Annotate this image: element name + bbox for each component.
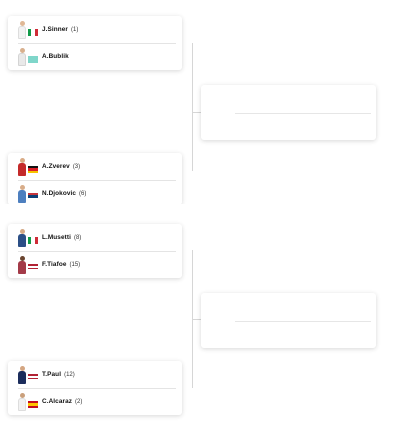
row-divider: [18, 388, 176, 389]
row-divider: [18, 43, 176, 44]
player-row-tiafoe[interactable]: F.Tiafoe (15): [8, 251, 182, 278]
match-card-1[interactable]: J.Sinner (1) A.Bublik: [8, 16, 182, 70]
match-card-2[interactable]: A.Zverev (3) N.Djokovic (6): [8, 153, 182, 205]
player-seed: (8): [73, 234, 82, 241]
match-card-3[interactable]: L.Musetti (8) F.Tiafoe (15): [8, 224, 182, 278]
player-seed: (3): [72, 163, 81, 170]
player-seed: (6): [79, 190, 87, 197]
germany-flag-icon: [28, 166, 38, 173]
kazakhstan-flag-icon: [28, 56, 38, 63]
player-name: J.Sinner: [42, 26, 69, 33]
italy-flag-icon: [28, 29, 38, 36]
next-round-card-1[interactable]: [201, 85, 376, 140]
player-avatar: [18, 47, 26, 66]
player-avatar: [18, 392, 26, 411]
slot-divider: [235, 321, 371, 322]
player-seed: (15): [69, 261, 81, 268]
row-divider: [18, 180, 176, 181]
player-name: A.Bublik: [42, 53, 69, 60]
player-row-bublik[interactable]: A.Bublik: [8, 43, 182, 70]
player-name: F.Tiafoe: [42, 261, 67, 268]
row-divider: [18, 251, 176, 252]
player-seed: (1): [71, 26, 79, 33]
next-round-card-2[interactable]: [201, 293, 376, 348]
slot-divider: [235, 113, 371, 114]
player-seed: (12): [64, 371, 75, 378]
player-row-paul[interactable]: T.Paul (12): [8, 361, 182, 388]
player-name: T.Paul: [42, 371, 62, 378]
spain-flag-icon: [28, 401, 38, 408]
player-avatar: [18, 228, 26, 247]
card-fade: [0, 204, 200, 216]
player-avatar: [18, 157, 26, 176]
player-name: N.Djokovic: [42, 190, 77, 197]
player-avatar: [18, 365, 26, 384]
player-row-djokovic[interactable]: N.Djokovic (6): [8, 180, 182, 207]
bracket-connector-lower-branch: [192, 319, 202, 320]
player-row-alcaraz[interactable]: C.Alcaraz (2): [8, 388, 182, 415]
player-row-musetti[interactable]: L.Musetti (8): [8, 224, 182, 251]
player-name: L.Musetti: [42, 234, 71, 241]
match-card-4[interactable]: T.Paul (12) C.Alcaraz (2): [8, 361, 182, 415]
usa-flag-icon: [28, 264, 38, 271]
player-row-sinner[interactable]: J.Sinner (1): [8, 16, 182, 43]
player-name: A.Zverev: [42, 163, 70, 170]
player-avatar: [18, 20, 26, 39]
player-avatar: [18, 255, 26, 274]
player-name: C.Alcaraz: [42, 398, 73, 405]
bracket-connector-upper: [192, 43, 193, 171]
bracket-connector-upper-branch: [192, 112, 202, 113]
usa-flag-icon: [28, 374, 38, 381]
italy-flag-icon: [28, 237, 38, 244]
player-row-zverev[interactable]: A.Zverev (3): [8, 153, 182, 180]
serbia-flag-icon: [28, 193, 38, 200]
player-avatar: [18, 184, 26, 203]
player-seed: (2): [75, 398, 83, 405]
